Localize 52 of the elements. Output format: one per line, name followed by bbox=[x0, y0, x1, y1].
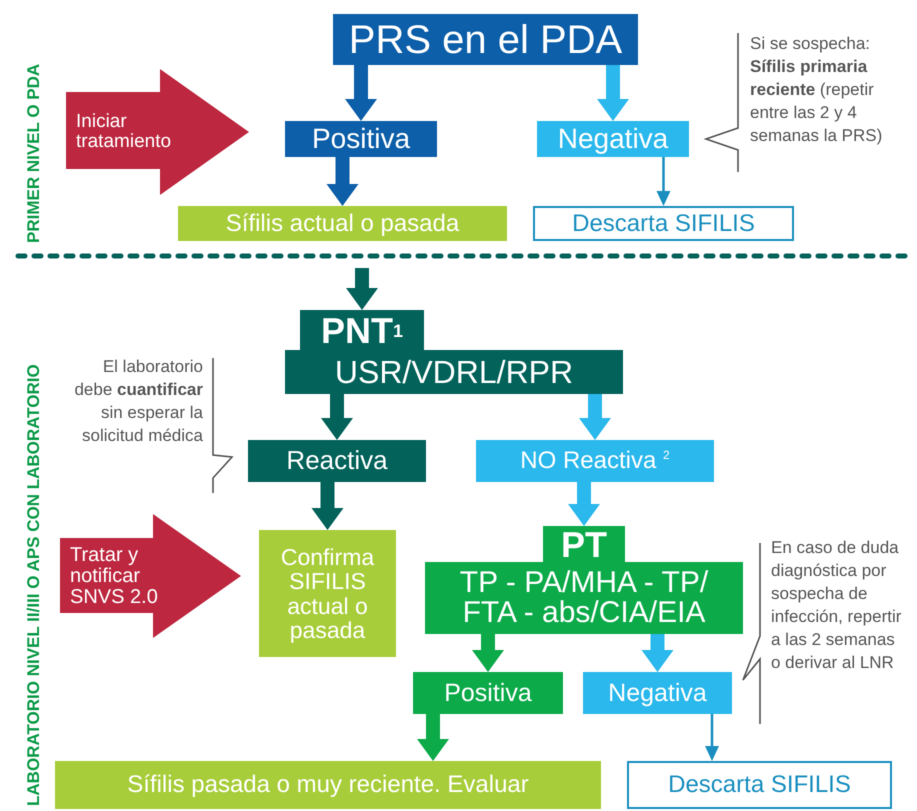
arrow bbox=[597, 65, 629, 121]
box-label: Confirma SIFILIS actual o pasada bbox=[280, 545, 376, 642]
arrow bbox=[705, 714, 719, 761]
section-heading: LABORATORIO NIVEL II/III O APS CON LABORATORIO bbox=[24, 364, 44, 806]
test-box bbox=[425, 526, 743, 634]
arrow bbox=[568, 482, 600, 526]
note-text: Si se sospecha: Sífilis primaria reciente (repetir entre las 2 y 4 semanas la PRS) bbox=[750, 33, 884, 147]
outcome-box bbox=[178, 206, 507, 241]
arrow bbox=[472, 634, 504, 672]
box-label: Negativa bbox=[608, 680, 707, 706]
box-label: Tratar y notificar SNVS 2.0 bbox=[70, 544, 159, 608]
action-arrow bbox=[66, 69, 249, 195]
note-text: En caso de duda diagnóstica por sospecha de infección, repertir a las 2 semanas o derivar al LNR bbox=[771, 537, 902, 674]
arrow bbox=[656, 157, 670, 206]
box-label: Reactiva bbox=[286, 447, 388, 475]
box-label: Iniciar tratamiento bbox=[76, 112, 172, 152]
action-arrow bbox=[60, 514, 241, 638]
result-box bbox=[413, 672, 563, 714]
arrow bbox=[326, 157, 358, 206]
box-heading: PNT$^{1}$ bbox=[320, 312, 404, 350]
result-box bbox=[476, 440, 714, 482]
arrow bbox=[321, 394, 353, 440]
result-box bbox=[583, 672, 732, 714]
outcome-box bbox=[533, 206, 794, 241]
note-text: El laboratorio debe cuantificar sin esperar la solicitud médica bbox=[73, 356, 203, 447]
section-heading: PRIMER NIVEL O PDA bbox=[24, 64, 44, 243]
box-label: USR/VDRL/RPR bbox=[334, 353, 574, 392]
test-box bbox=[285, 310, 623, 394]
outcome-box bbox=[627, 761, 892, 809]
arrow bbox=[346, 268, 378, 310]
arrow bbox=[312, 482, 344, 530]
box-label: PRS en el PDA bbox=[348, 18, 622, 60]
box-label: TP - PA/MHA - TP/ FTA - abs/CIA/EIA bbox=[458, 565, 710, 631]
box-label: Negativa bbox=[558, 124, 668, 154]
test-box bbox=[333, 14, 638, 65]
box-label: NO Reactiva $^{2}$ bbox=[520, 448, 670, 474]
box-label: Sífilis pasada o muy reciente. Evaluar bbox=[127, 772, 529, 798]
outcome-box bbox=[259, 530, 396, 657]
result-box bbox=[248, 440, 426, 482]
result-box bbox=[537, 121, 689, 157]
outcome-box bbox=[55, 761, 601, 809]
box-label: Positiva bbox=[444, 680, 532, 706]
arrow bbox=[642, 634, 674, 672]
arrow bbox=[417, 714, 449, 761]
box-label: Positiva bbox=[312, 124, 410, 154]
box-heading: PT bbox=[560, 528, 608, 562]
box-label: Descarta SIFILIS bbox=[572, 210, 755, 236]
box-label: Sífilis actual o pasada bbox=[226, 210, 460, 236]
result-box bbox=[285, 121, 437, 157]
arrow bbox=[345, 65, 377, 121]
box-label: Descarta SIFILIS bbox=[668, 772, 851, 798]
arrow bbox=[579, 394, 611, 440]
